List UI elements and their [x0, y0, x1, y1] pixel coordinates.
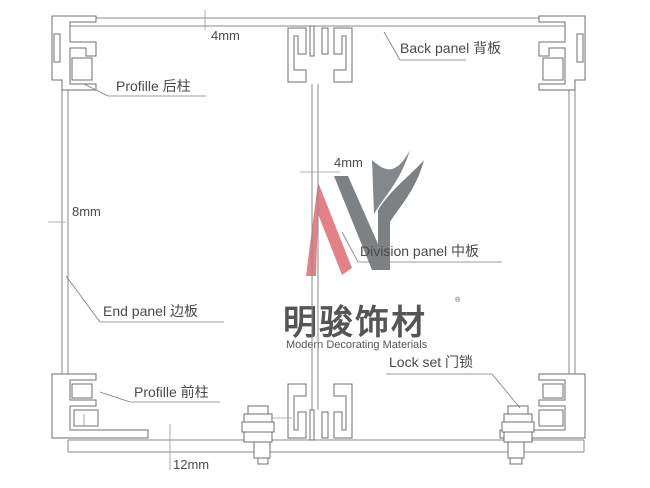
dim-side-gap: 8mm: [72, 204, 101, 219]
profile-front-right: [499, 373, 586, 439]
profile-rear-left: [51, 15, 97, 91]
label-lock-set: Lock set 门锁: [389, 354, 473, 370]
dimension-marks: [48, 10, 206, 470]
logo-gray-stroke: [372, 150, 410, 214]
profile-front-left: [51, 373, 149, 439]
logo-chinese-text: 明骏饰材: [283, 303, 427, 343]
dim-division-gap: 4mm: [334, 155, 363, 170]
brand-logo: 明骏饰材 ® Modern Decorating Materials: [283, 150, 461, 351]
lock-set-right: [501, 405, 535, 465]
logo-english-text: Modern Decorating Materials: [286, 339, 428, 351]
label-back-panel: Back panel 背板: [400, 40, 501, 56]
division-panel: [300, 84, 340, 410]
lock-set-left: [241, 405, 292, 465]
label-end-panel: End panel 边板: [103, 303, 198, 319]
dim-top-gap: 4mm: [211, 28, 240, 43]
outer-frame: [52, 17, 585, 453]
dim-bottom-gap: 12mm: [173, 457, 209, 472]
profile-rear-right: [538, 15, 586, 91]
logo-registered-mark: ®: [455, 296, 461, 304]
label-division-panel: Division panel 中板: [360, 243, 479, 259]
leader-lines: [65, 31, 521, 409]
division-profile-top: [287, 25, 353, 83]
label-profile-front: Profille 前柱: [134, 384, 209, 400]
label-profile-rear: Profille 后柱: [116, 78, 191, 94]
logo-gray-leaf: [334, 160, 424, 270]
division-profile-bottom: [287, 383, 353, 441]
